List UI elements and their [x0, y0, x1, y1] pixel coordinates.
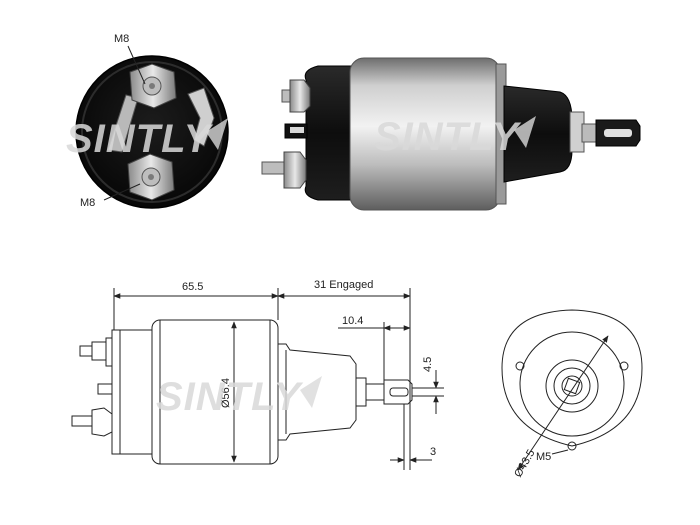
side-elevation-drawing [71, 288, 444, 470]
watermark-logo-side-view [514, 116, 536, 148]
label-tip-thickness: 3 [430, 446, 436, 458]
spade-highlight [290, 127, 304, 133]
dwg-top-nut-a [91, 341, 107, 361]
dwg-top-stud [79, 345, 93, 357]
end-view-photo: M8 M8 [75, 33, 229, 209]
dwg-bottom-stud [71, 415, 93, 427]
leader-bottom-m8 [103, 183, 141, 201]
leader-m5 [551, 449, 569, 455]
dwg-plunger-slot [389, 387, 409, 397]
leader-top-m8 [127, 45, 146, 85]
plunger-slot [604, 129, 632, 137]
top-terminal-nut [129, 63, 177, 109]
plunger-rod [581, 123, 597, 143]
side-bottom-terminal [261, 151, 307, 189]
label-engaged: 31 Engaged [314, 279, 373, 291]
watermark-logo-drawing [300, 376, 322, 408]
watermarks: SINTLY SINTLY SINTLY [66, 115, 536, 419]
label-plunger-offset: 10.4 [342, 315, 363, 327]
dim-line-bolt-circle [517, 335, 609, 471]
watermark-drawing: SINTLY [156, 375, 304, 419]
dwg-plunger-rod [365, 383, 385, 401]
watermark-side-view: SINTLY [374, 115, 522, 159]
side-top-terminal [281, 79, 311, 113]
rear-cap [304, 65, 353, 201]
label-bottom-m8: M8 [80, 197, 95, 209]
bottom-terminal-nut [127, 153, 175, 201]
dwg-plunger-eye [383, 379, 413, 405]
front-view-drawing [501, 309, 643, 471]
dwg-bottom-nut [91, 407, 113, 437]
label-body-length: 65.5 [182, 281, 203, 293]
dwg-front-flange [501, 309, 643, 447]
watermark-end-view: SINTLY [66, 117, 214, 161]
side-view-photo [261, 57, 641, 211]
label-slot-width: 4.5 [422, 357, 434, 372]
label-body-diameter: Ø56.4 [220, 378, 232, 408]
label-mount-thread: M5 [536, 451, 551, 463]
watermark-logo-end-view [206, 118, 228, 150]
label-top-m8: M8 [114, 33, 129, 45]
dwg-mount-hole-right [619, 361, 629, 371]
dwg-plunger-collar [355, 377, 367, 407]
dwg-rear-cap [111, 329, 153, 455]
label-bolt-circle: Ø43.5 [512, 448, 537, 480]
